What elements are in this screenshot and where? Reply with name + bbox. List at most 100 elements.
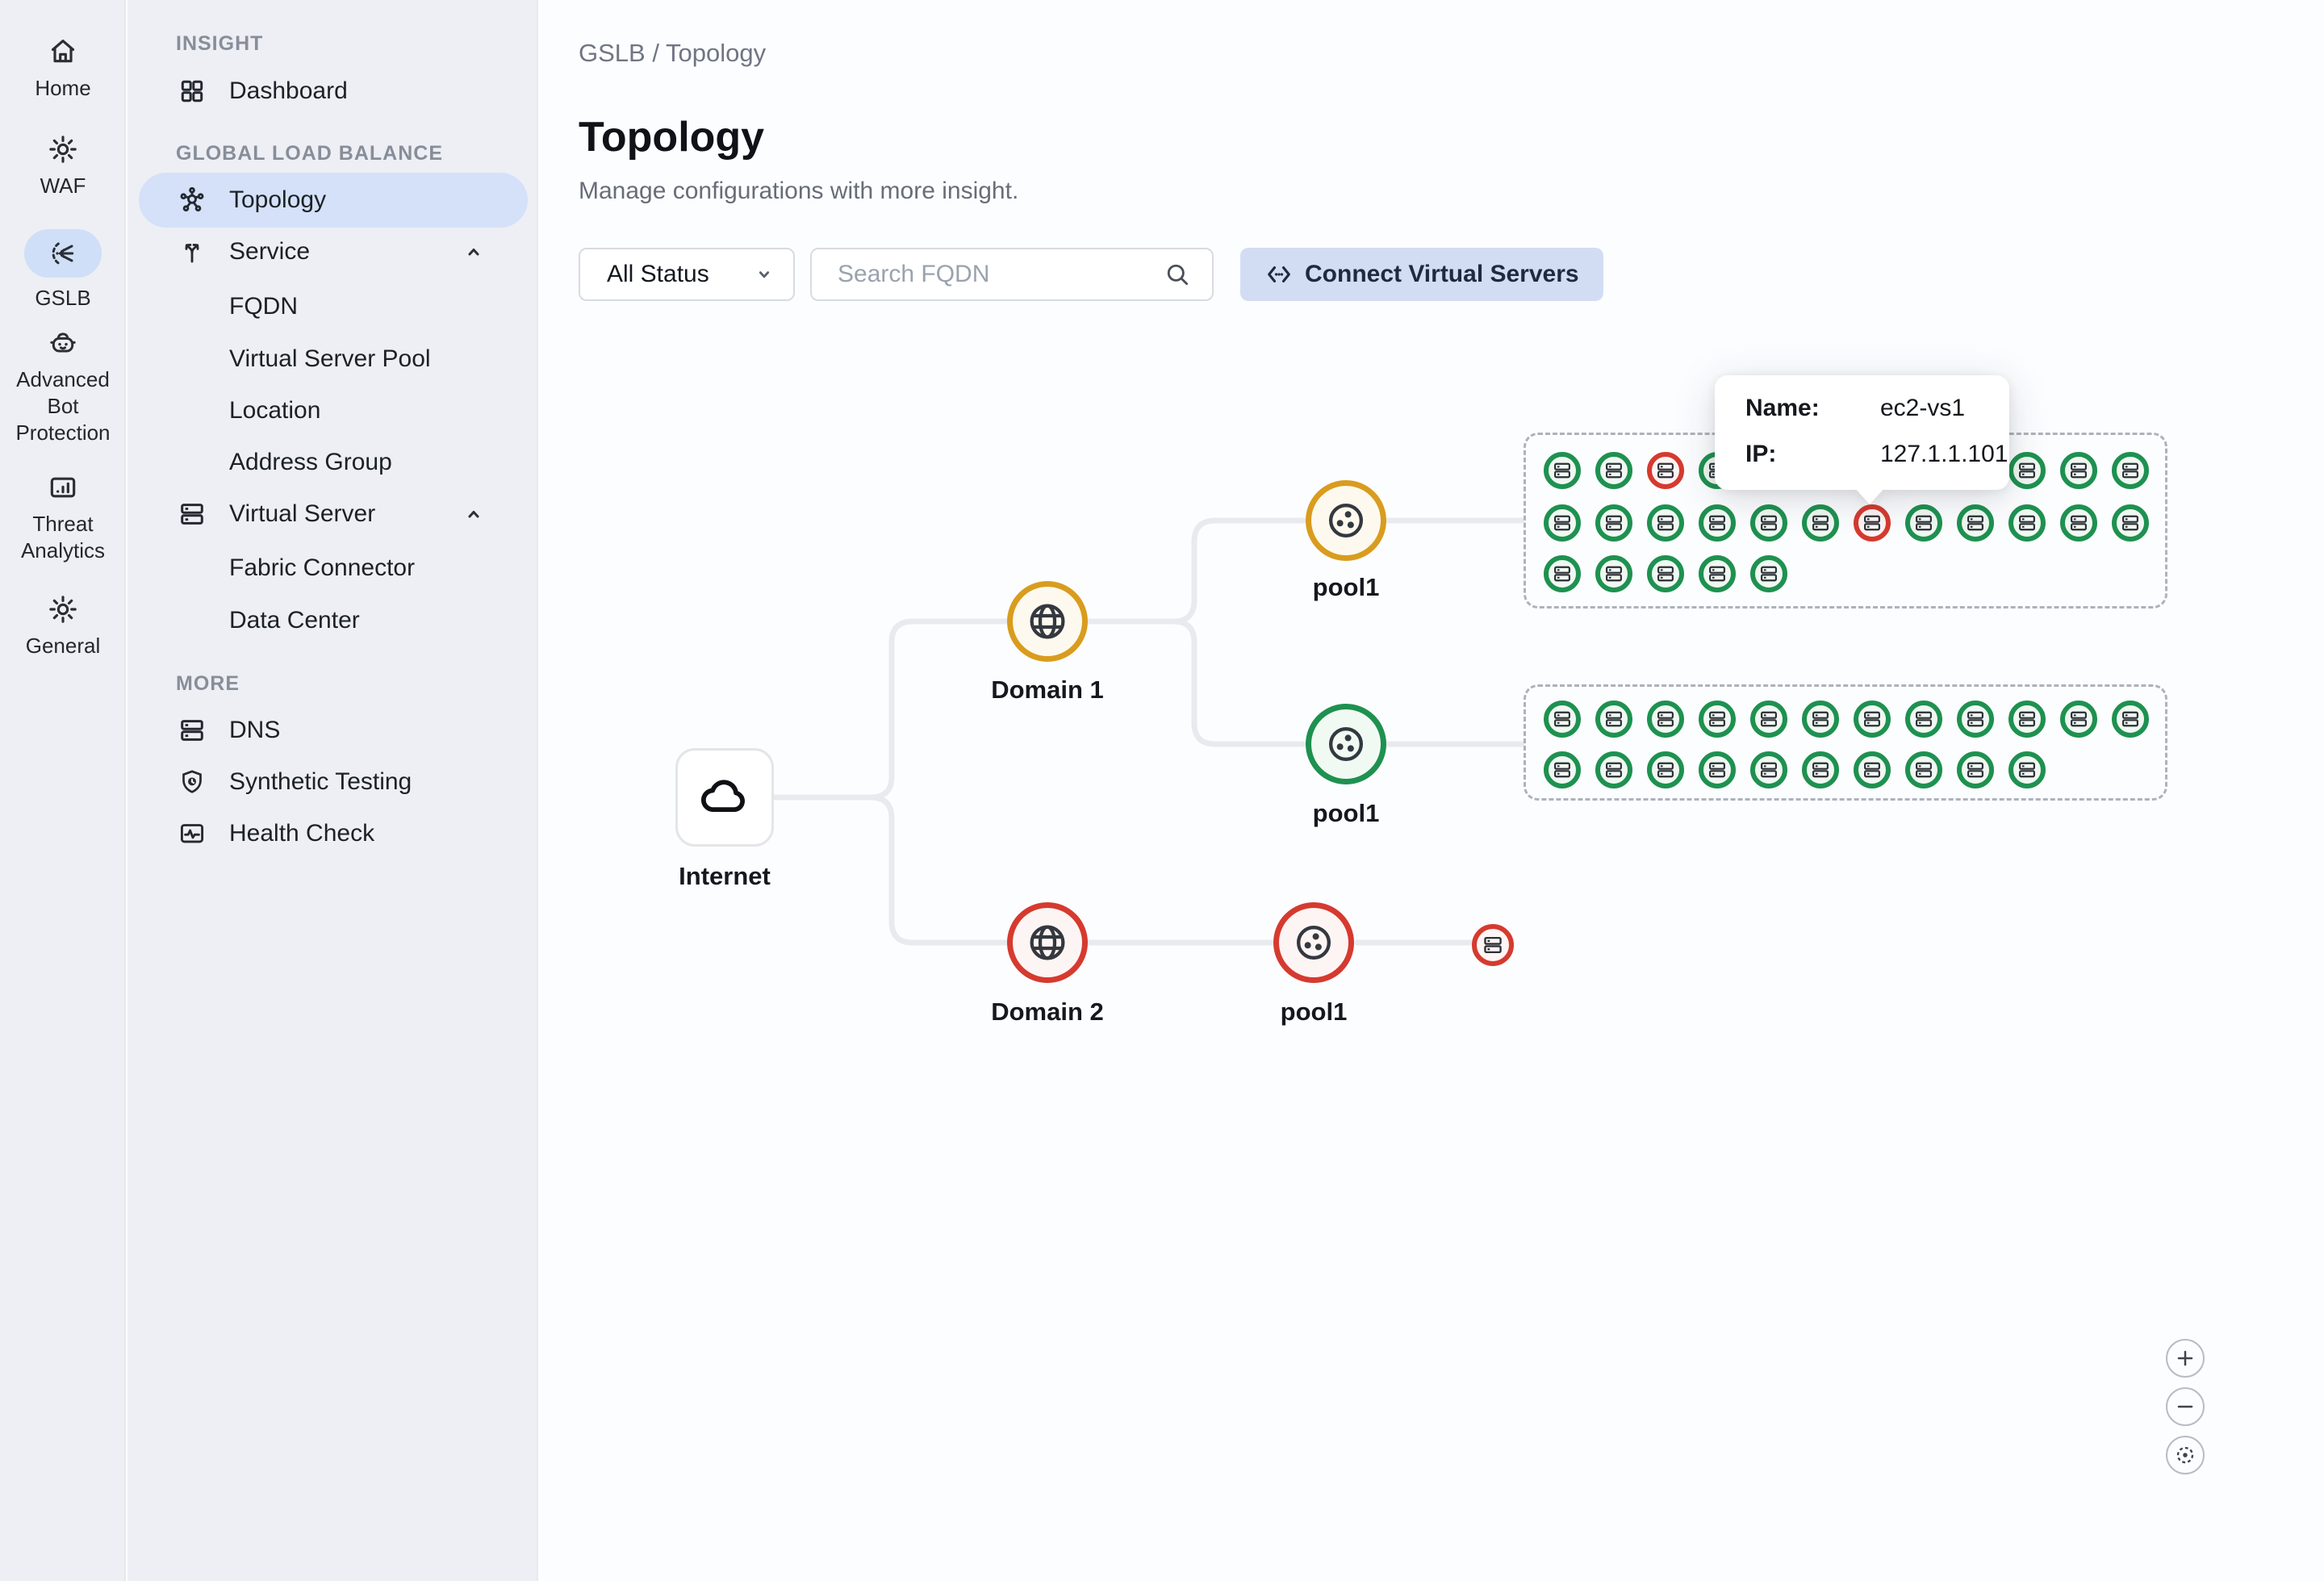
rail-item-general[interactable]: General [0,593,126,659]
pool1-bottom-node[interactable] [1273,902,1354,983]
server-icon [1707,759,1728,780]
virtual-server-node[interactable] [1802,751,1839,788]
virtual-server-node[interactable] [1647,452,1684,489]
internet-node[interactable] [675,748,774,847]
sidebar-item-health-check[interactable]: Health Check [139,808,528,860]
node-label-domain-1: Domain 1 [991,675,1104,704]
sidebar-item-dashboard[interactable]: Dashboard [139,65,528,117]
sidebar-item-topology[interactable]: Topology [139,174,528,226]
virtual-server-node[interactable] [1905,751,1942,788]
status-filter-select[interactable]: All Status [579,248,795,301]
sidebar-item-label: FQDN [229,293,298,320]
virtual-server-node[interactable] [1595,452,1632,489]
virtual-server-node[interactable] [1699,751,1736,788]
server-icon [2120,460,2141,481]
virtual-server-node[interactable] [1544,751,1581,788]
sidebar-item-data-center[interactable]: Data Center [139,595,528,646]
virtual-server-node[interactable] [1595,751,1632,788]
virtual-server-node[interactable] [2112,504,2149,542]
virtual-server-node[interactable] [2060,452,2097,489]
virtual-server-node[interactable] [1595,555,1632,592]
server-icon [1655,709,1676,730]
virtual-server-node[interactable] [1750,504,1787,542]
pool1-mid-node[interactable] [1306,704,1386,784]
virtual-server-node[interactable] [2008,452,2046,489]
dns-icon [178,716,207,745]
pool1-top-node[interactable] [1306,480,1386,561]
virtual-server-node[interactable] [1854,701,1891,738]
virtual-server-node[interactable] [1544,452,1581,489]
virtual-server-node[interactable] [1905,701,1942,738]
fit-view-button[interactable] [2166,1436,2205,1474]
virtual-server-node[interactable] [1854,504,1891,542]
server-icon [1810,759,1831,780]
virtual-server-node[interactable] [1750,751,1787,788]
general-icon [47,593,79,625]
chevron-up-icon[interactable] [462,240,486,264]
virtual-server-node[interactable] [1699,701,1736,738]
virtual-server-node[interactable] [1750,701,1787,738]
sidebar-item-virtual-server[interactable]: Virtual Server [139,488,528,540]
rail-item-advanced-bot-protection[interactable]: Advanced Bot Protection [0,327,126,446]
server-icon [1655,460,1676,481]
virtual-server-node[interactable] [1957,504,1994,542]
globe-icon [1026,921,1069,964]
server-icon [1810,512,1831,533]
virtual-server-node[interactable] [1647,751,1684,788]
sidebar-item-dns[interactable]: DNS [139,705,528,756]
breadcrumb[interactable]: GSLB / Topology [579,39,767,67]
connect-virtual-servers-button[interactable]: Connect Virtual Servers [1240,248,1603,301]
virtual-server-node[interactable] [2008,701,2046,738]
zoom-out-button[interactable] [2166,1387,2205,1426]
zoom-in-button[interactable] [2166,1339,2205,1378]
sidebar-item-service[interactable]: Service [139,226,528,278]
search-input[interactable] [838,261,1144,288]
virtual-server-node[interactable] [2112,452,2149,489]
virtual-server-node[interactable] [1802,504,1839,542]
rail-item-home[interactable]: Home [0,36,126,102]
virtual-server-node[interactable] [1854,751,1891,788]
virtual-server-node[interactable] [1647,555,1684,592]
rail-item-waf[interactable]: WAF [0,133,126,199]
virtual-server-node[interactable] [2008,504,2046,542]
virtual-server-node[interactable] [1802,701,1839,738]
chevron-up-icon[interactable] [462,502,486,526]
virtual-server-node[interactable] [1595,701,1632,738]
rail-item-label: Home [35,76,91,100]
virtual-server-node[interactable] [1647,504,1684,542]
section-label-global-load-balance: GLOBAL LOAD BALANCE [176,142,444,165]
sidebar-item-virtual-server-pool[interactable]: Virtual Server Pool [139,333,528,385]
node-label-pool1-bottom: pool1 [1280,998,1348,1026]
virtual-server-node[interactable] [2060,701,2097,738]
virtual-server-node[interactable] [1750,555,1787,592]
virtual-server-node[interactable] [2112,701,2149,738]
sidebar-item-fabric-connector[interactable]: Fabric Connector [139,542,528,594]
rail-item-threat-analytics[interactable]: Threat Analytics [0,471,126,564]
virtual-server-node[interactable] [1472,924,1514,966]
server-icon [2068,709,2089,730]
domain-1-node[interactable] [1007,581,1088,662]
server-icon [1862,512,1883,533]
virtual-server-node[interactable] [1647,701,1684,738]
sidebar-item-fqdn[interactable]: FQDN [139,281,528,333]
page-title: Topology [579,114,765,161]
virtual-server-node[interactable] [1699,504,1736,542]
virtual-server-node[interactable] [1699,555,1736,592]
virtual-server-node[interactable] [1544,504,1581,542]
server-icon [2068,460,2089,481]
rail-item-gslb[interactable]: GSLB [0,237,126,312]
virtual-server-node[interactable] [1905,504,1942,542]
virtual-server-node[interactable] [1957,701,1994,738]
sidebar-item-location[interactable]: Location [139,385,528,437]
server-icon [1552,759,1573,780]
virtual-server-node[interactable] [1544,555,1581,592]
virtual-server-node[interactable] [1957,751,1994,788]
domain-2-node[interactable] [1007,902,1088,983]
sidebar-item-synthetic-testing[interactable]: Synthetic Testing [139,756,528,808]
virtual-server-node[interactable] [2008,751,2046,788]
virtual-server-node[interactable] [1595,504,1632,542]
sidebar-item-address-group[interactable]: Address Group [139,437,528,488]
virtual-server-node[interactable] [1544,701,1581,738]
virtual-server-node[interactable] [2060,504,2097,542]
rail-item-label: WAF [40,174,86,198]
